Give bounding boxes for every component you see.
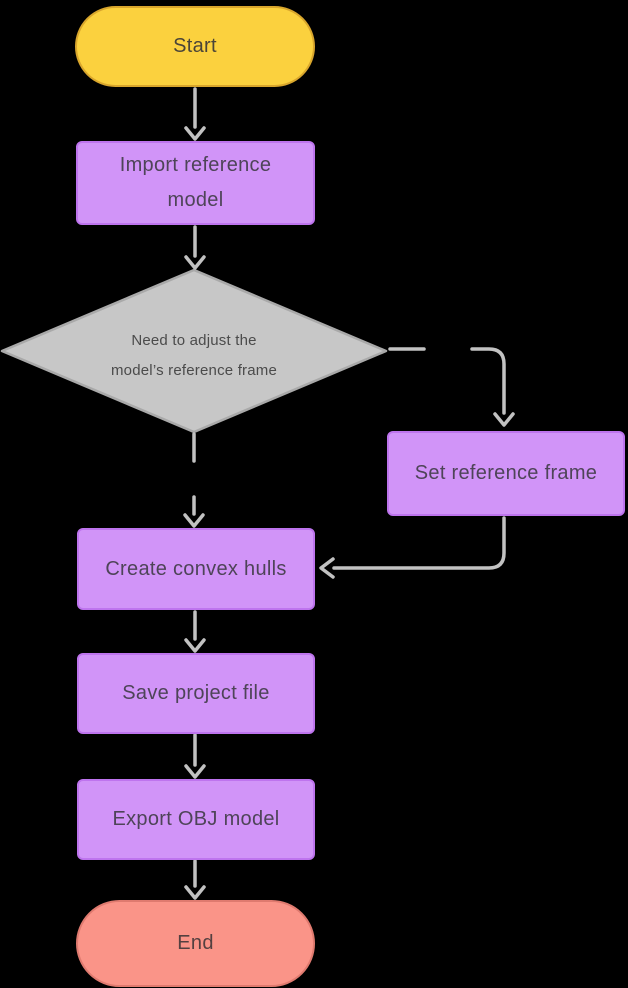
decision-label-line-1: Need to adjust the [131,332,257,349]
edge-export-to-end [184,859,206,900]
edge-decision-to-hulls [183,432,205,528]
edge-start-to-import [184,87,206,141]
node-start-label: Start [173,35,217,57]
arrow-down-icon [184,764,206,779]
node-import-reference-model: Import reference model [76,141,315,225]
node-import-label: Import reference model [119,154,272,211]
node-decision-label: Need to adjust the model’s reference fra… [24,326,364,386]
arrow-left-icon [319,557,335,579]
edge-import-to-decision [184,225,206,270]
node-hulls-label: Create convex hulls [105,557,287,580]
edge-setref-to-hulls [319,516,506,579]
node-export-obj-model: Export OBJ model [77,779,315,860]
arrow-down-icon [184,255,206,270]
node-set-reference-frame: Set reference frame [387,431,625,516]
edge-hulls-to-save [184,610,206,653]
arrow-down-icon [493,412,515,427]
node-start: Start [75,6,315,87]
edge-save-to-export [184,733,206,779]
arrow-down-icon [184,885,206,900]
arrow-down-icon [183,513,205,528]
arrow-down-icon [184,126,206,141]
node-setref-label: Set reference frame [414,462,598,484]
decision-diamond-shape [0,268,388,434]
node-export-label: Export OBJ model [112,808,280,830]
decision-label-line-2: model’s reference frame [110,362,278,379]
node-save-project-file: Save project file [77,653,315,734]
arrow-down-icon [184,638,206,653]
node-end-label: End [177,932,214,954]
edge-decision-to-setref [388,347,515,427]
node-save-label: Save project file [122,682,270,704]
node-end: End [76,900,315,987]
node-create-convex-hulls: Create convex hulls [77,528,315,610]
